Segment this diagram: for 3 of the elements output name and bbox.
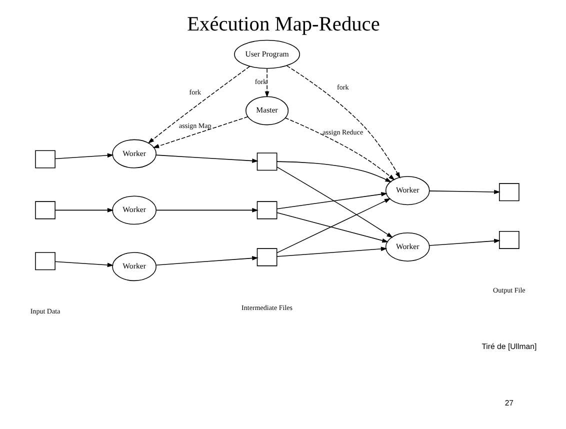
label: 27: [504, 398, 514, 408]
label: Tiré de [Ullman]: [481, 342, 536, 352]
diagram-title: Exécution Map-Reduce: [186, 14, 380, 36]
